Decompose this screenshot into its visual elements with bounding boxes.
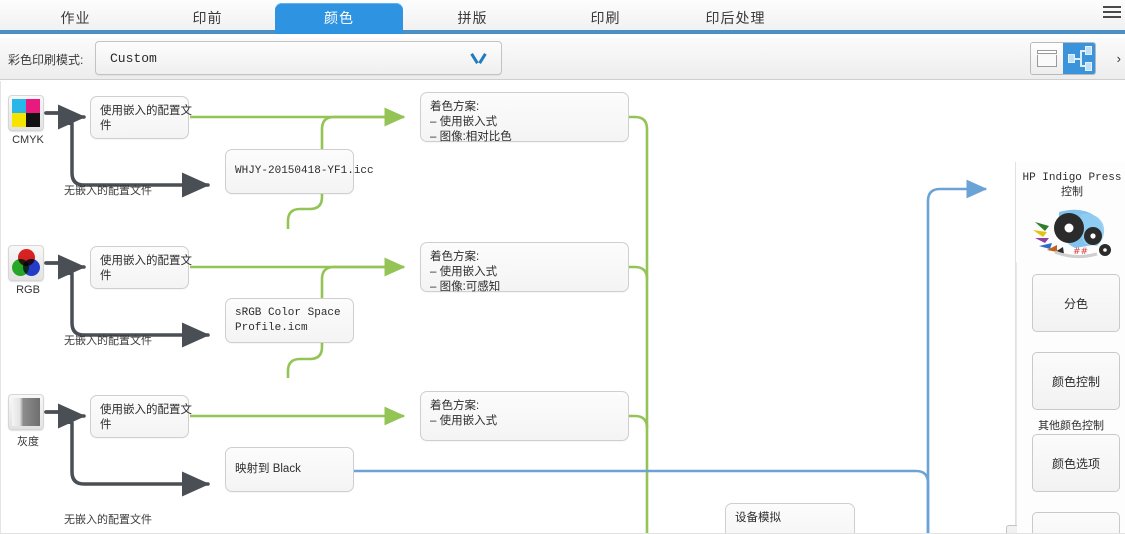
- panel-button-color-options-label: 颜色选项: [1051, 456, 1100, 471]
- color-mode-value: Custom: [110, 51, 157, 66]
- tab-color[interactable]: 颜色: [275, 3, 403, 34]
- color-mode-label: 彩色印刷模式:: [8, 53, 84, 67]
- edge-label-cmyk-no-embedded: 无嵌入的配置文件: [64, 185, 152, 197]
- tab-job[interactable]: 作业: [60, 10, 91, 26]
- node-device-simulation-text: 设备模拟: [735, 512, 781, 524]
- node-cmyk-rendering[interactable]: 着色方案: – 使用嵌入式 – 图像:相对比色: [420, 92, 629, 143]
- node-cmyk-use-embedded[interactable]: 使用嵌入的配置文 件: [90, 96, 192, 139]
- collapse-panel-icon[interactable]: [1006, 525, 1017, 534]
- node-rgb-profile[interactable]: sRGB Color Space Profile.icm: [225, 298, 354, 343]
- flow-connectors: [44, 104, 988, 534]
- panel-button-separation[interactable]: 分色: [1032, 274, 1120, 332]
- panel-button-color-options[interactable]: 颜色选项: [1032, 434, 1120, 492]
- panel-button-color-control[interactable]: 颜色控制: [1032, 352, 1120, 410]
- node-cmyk-rendering-title: 着色方案:: [430, 101, 480, 113]
- indigo-press-icon: ##: [1033, 209, 1111, 259]
- source-icon-cmyk[interactable]: CMYK: [8, 95, 44, 146]
- tab-postpress[interactable]: 印后处理: [705, 10, 766, 26]
- source-icon-grayscale[interactable]: 灰度: [8, 394, 44, 448]
- source-label-cmyk: CMYK: [12, 134, 44, 146]
- node-rgb-profile-text: sRGB Color Space Profile.icm: [235, 307, 341, 334]
- node-rgb-use-embedded-text: 使用嵌入的配置文 件: [100, 255, 192, 282]
- node-rgb-use-embedded[interactable]: 使用嵌入的配置文 件: [90, 246, 192, 289]
- panel-button-color-control-label: 颜色控制: [1051, 374, 1100, 389]
- canvas-left-rule: [0, 81, 1, 534]
- main-tabbar: 作业 印前 颜色 拼版 印刷 印后处理: [0, 0, 1125, 34]
- panel-button-separation-label: 分色: [1063, 296, 1088, 311]
- color-flow-canvas: CMYK 使用嵌入的配置文 件 无嵌入的配置文件 WHJY-20150418-Y…: [0, 81, 1125, 534]
- flow-view-icon[interactable]: [1063, 43, 1095, 74]
- source-label-grayscale: 灰度: [17, 436, 39, 448]
- toolbar-overflow-caret[interactable]: ›: [1116, 51, 1121, 66]
- color-mode-toolbar: 彩色印刷模式: Custom ›: [0, 38, 1125, 80]
- panel-section-label-other-color: 其他颜色控制: [1038, 420, 1104, 432]
- node-cmyk-use-embedded-text: 使用嵌入的配置文 件: [100, 105, 192, 132]
- grayscale-swatch-icon: [8, 394, 44, 430]
- source-label-rgb: RGB: [16, 284, 40, 296]
- node-gray-use-embedded[interactable]: 使用嵌入的配置文 件: [90, 395, 192, 438]
- panel-title-en: HP Indigo Press: [1022, 172, 1122, 184]
- node-rgb-rendering-line-2: – 图像:可感知: [430, 281, 501, 293]
- node-rgb-rendering-title: 着色方案:: [430, 251, 480, 263]
- node-cmyk-rendering-line-2: – 图像:相对比色: [430, 131, 512, 143]
- list-view-icon[interactable]: [1031, 43, 1063, 74]
- node-cmyk-profile[interactable]: WHJY-20150418-YF1.icc: [225, 149, 374, 194]
- node-gray-map-to-black[interactable]: 映射到 Black: [225, 447, 354, 492]
- view-toggle-group: [1030, 42, 1096, 75]
- node-rgb-rendering-line-1: – 使用嵌入式: [430, 266, 498, 278]
- node-rgb-rendering[interactable]: 着色方案: – 使用嵌入式 – 图像:可感知: [420, 242, 629, 293]
- press-control-panel: HP Indigo Press 控制: [1006, 162, 1125, 534]
- hamburger-menu-icon[interactable]: [1103, 6, 1123, 26]
- node-cmyk-profile-text: WHJY-20150418-YF1.icc: [235, 165, 374, 177]
- tab-imposition[interactable]: 拼版: [457, 10, 488, 26]
- color-mode-select[interactable]: Custom: [95, 41, 502, 75]
- node-gray-map-to-black-text: 映射到 Black: [235, 463, 301, 475]
- panel-title-cn: 控制: [1061, 186, 1083, 198]
- cmyk-swatch-icon: [8, 95, 44, 131]
- node-gray-rendering-title: 着色方案:: [430, 400, 480, 412]
- panel-button-key-options[interactable]: 重点选项: [1032, 512, 1120, 534]
- tab-print[interactable]: 印刷: [590, 10, 621, 26]
- panel-title: HP Indigo Press 控制: [1020, 171, 1124, 200]
- tab-prepress[interactable]: 印前: [192, 10, 223, 26]
- node-device-simulation[interactable]: 设备模拟: [725, 503, 855, 534]
- svg-text:##: ##: [1073, 247, 1088, 257]
- node-gray-use-embedded-text: 使用嵌入的配置文 件: [100, 404, 192, 431]
- rgb-wheel-icon: [8, 245, 44, 281]
- edge-label-rgb-no-embedded: 无嵌入的配置文件: [64, 335, 152, 347]
- panel-divider: [1016, 262, 1017, 534]
- node-cmyk-rendering-line-1: – 使用嵌入式: [430, 116, 498, 128]
- edge-label-gray-no-embedded: 无嵌入的配置文件: [64, 514, 152, 526]
- node-gray-rendering[interactable]: 着色方案: – 使用嵌入式: [420, 391, 629, 441]
- chevron-down-icon[interactable]: [471, 52, 487, 66]
- source-icon-rgb[interactable]: RGB: [8, 245, 44, 296]
- node-gray-rendering-line-1: – 使用嵌入式: [430, 415, 498, 427]
